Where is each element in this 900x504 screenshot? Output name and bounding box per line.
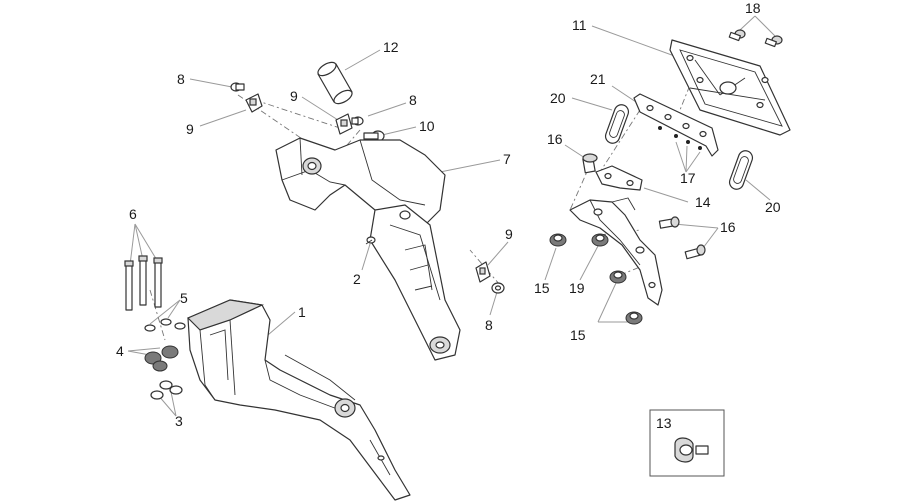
callout-6: 6 — [129, 206, 137, 222]
part-12-spacer-tube — [317, 61, 353, 105]
part-16-screw-left — [582, 153, 598, 174]
callout-18: 18 — [745, 0, 761, 16]
part-15-grommet-left — [549, 233, 567, 247]
callout-20-right: 20 — [765, 199, 781, 215]
callout-19: 19 — [569, 280, 585, 296]
callout-labels: 12 8 9 9 8 10 7 2 9 8 6 5 4 3 1 11 18 21… — [116, 0, 781, 431]
part-5-washers — [144, 318, 186, 332]
callout-13: 13 — [656, 415, 672, 431]
callout-1: 1 — [298, 304, 306, 320]
part-9-clip-right — [475, 261, 491, 283]
part-1-rear-fender — [186, 299, 411, 501]
callout-4: 4 — [116, 343, 124, 359]
callout-8-top-left: 8 — [177, 71, 185, 87]
callout-3: 3 — [175, 413, 183, 429]
part-13-inset — [649, 409, 725, 477]
callout-16-right: 16 — [720, 219, 736, 235]
part-11-plate-holder — [669, 39, 791, 136]
callout-17: 17 — [680, 170, 696, 186]
callout-9-middle: 9 — [290, 88, 298, 104]
callout-14: 14 — [695, 194, 711, 210]
part-20-pad-left — [604, 104, 630, 144]
part-9-clip-middle — [335, 113, 353, 135]
part-13-cable-clamp — [674, 437, 709, 463]
part-14-mounting-bracket — [569, 165, 663, 306]
part-21-bracket — [633, 93, 719, 157]
callout-15-left: 15 — [534, 280, 550, 296]
part-20-pad-right — [728, 150, 754, 190]
leader-lines — [127, 15, 776, 417]
part-3-spacers — [150, 380, 183, 400]
part-6-bolts — [124, 255, 163, 311]
callout-11: 11 — [572, 17, 587, 33]
callout-2: 2 — [353, 271, 361, 287]
part-15-grommet-middle — [609, 270, 627, 284]
part-19-grommet — [591, 233, 609, 247]
part-8-screw-top-left — [230, 82, 245, 92]
part-15-grommet-bottom — [625, 311, 643, 325]
part-10-bolt — [363, 130, 385, 142]
callout-16-left: 16 — [547, 131, 563, 147]
part-17-nuts — [658, 126, 702, 150]
callout-10: 10 — [419, 118, 435, 134]
part-18-screws — [728, 29, 783, 48]
callout-8-middle: 8 — [409, 92, 417, 108]
callout-15-bottom: 15 — [570, 327, 586, 343]
callout-5: 5 — [180, 290, 188, 306]
part-7-license-plate-support — [275, 137, 461, 361]
part-8-screw-right — [491, 282, 505, 294]
callout-12: 12 — [383, 39, 399, 55]
part-16-screw-right-upper — [658, 216, 680, 229]
part-8-screw-middle — [351, 116, 364, 126]
callout-9-right: 9 — [505, 226, 513, 242]
callout-21: 21 — [590, 71, 606, 87]
part-16-screw-right-lower — [684, 244, 706, 260]
part-4-rubber-mounts — [144, 345, 179, 372]
callout-9-top-left: 9 — [186, 121, 194, 137]
part-9-clip-top-left — [245, 93, 263, 113]
callout-8-right: 8 — [485, 317, 493, 333]
callout-7: 7 — [503, 151, 511, 167]
part-2-screw — [365, 236, 376, 245]
callout-20-left: 20 — [550, 90, 566, 106]
